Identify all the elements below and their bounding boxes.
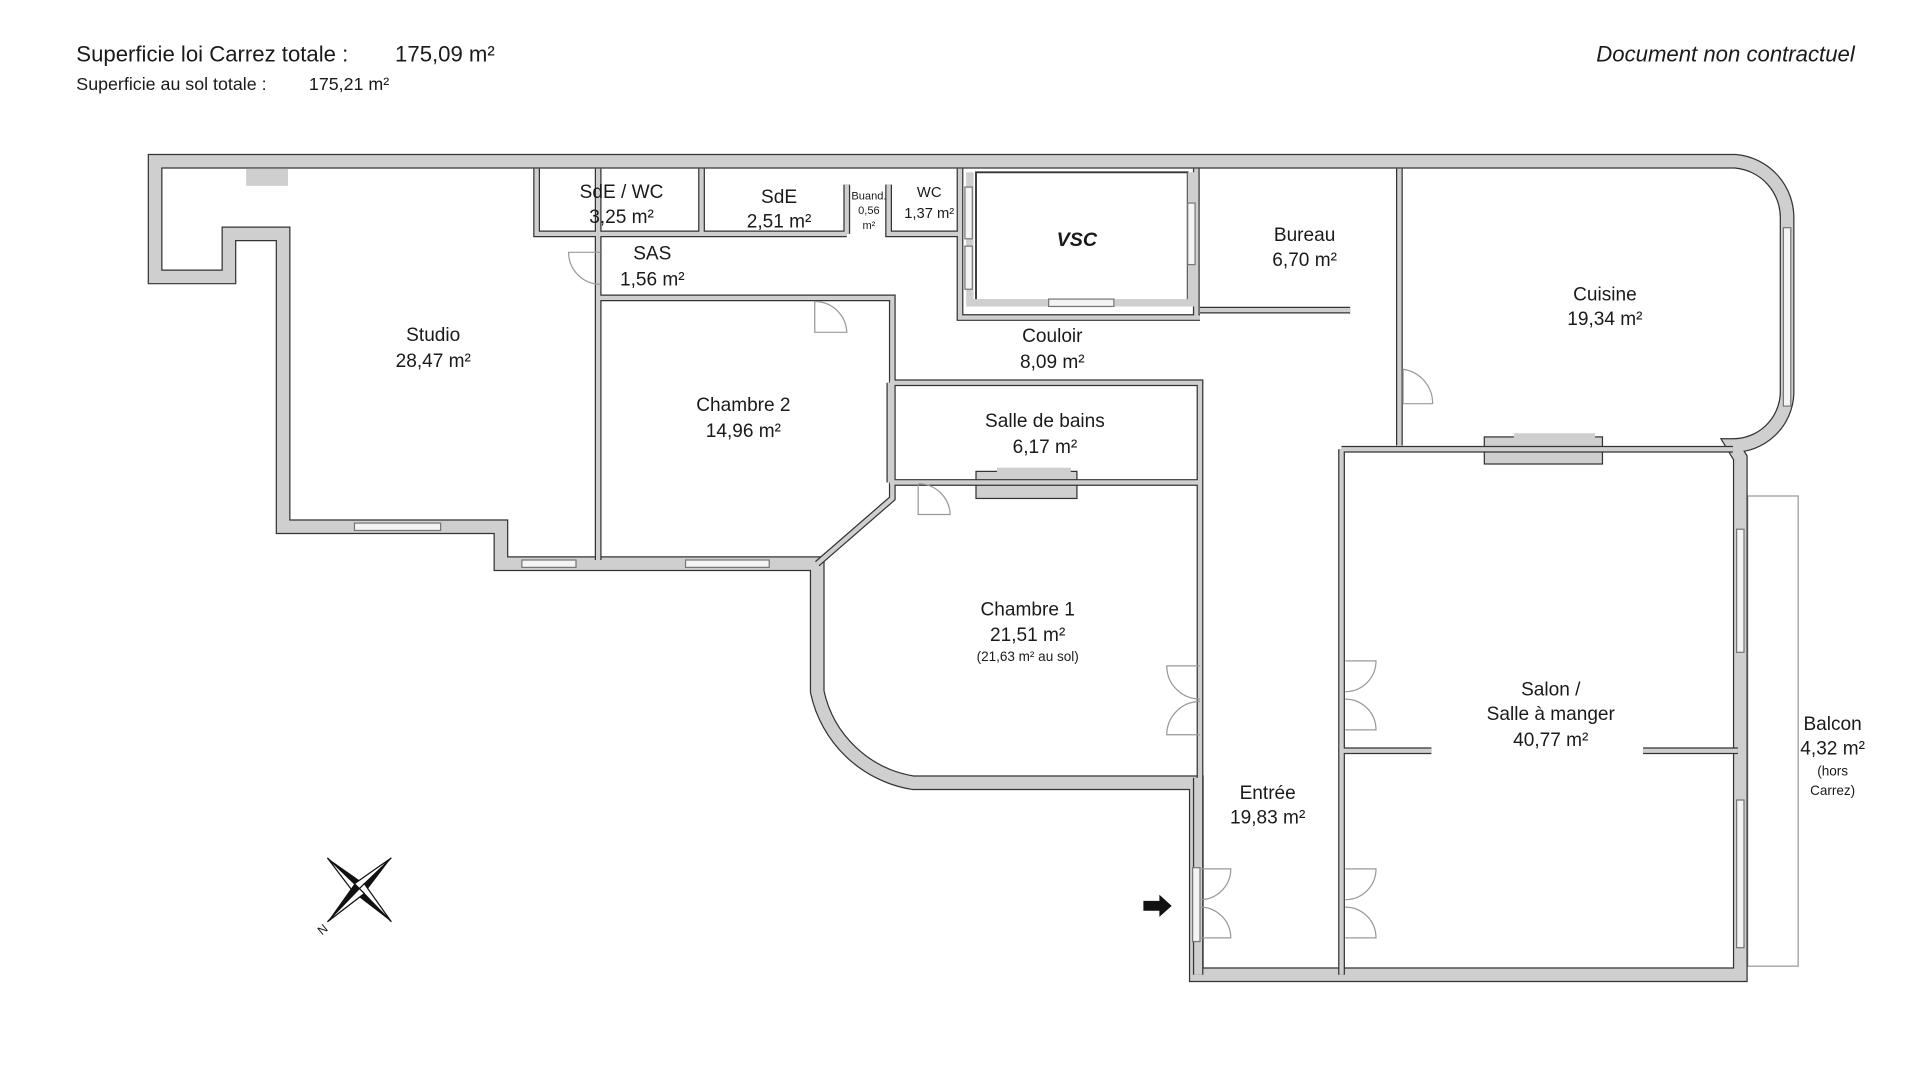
room-sde-area: 2,51 m² (747, 212, 812, 233)
room-balcon-note-2: Carrez) (1810, 783, 1855, 798)
room-bureau-name: Bureau (1274, 225, 1335, 246)
entrance-arrow-icon (1143, 894, 1172, 917)
room-sde-name: SdE (761, 187, 797, 208)
room-entree-name: Entrée (1240, 783, 1296, 804)
room-chambre1-note: (21,63 m² au sol) (977, 649, 1079, 664)
carrez-label: Superficie loi Carrez totale : (76, 42, 348, 67)
room-buand-area: 0,56 (858, 205, 880, 217)
room-balcon-note-1: (hors (1817, 763, 1848, 778)
room-studio-area: 28,47 m² (396, 351, 471, 372)
compass-rose-icon: N (315, 857, 392, 938)
room-chambre1-name: Chambre 1 (981, 599, 1075, 620)
balcony-outline (1747, 495, 1799, 967)
room-chambre2-name: Chambre 2 (696, 395, 790, 416)
disclaimer: Document non contractuel (1596, 42, 1856, 67)
room-couloir-area: 8,09 m² (1020, 352, 1085, 373)
interior-walls (533, 168, 1738, 975)
room-sas-name: SAS (633, 244, 671, 265)
room-entree-area: 19,83 m² (1230, 807, 1305, 828)
room-wc-name: WC (917, 185, 942, 201)
room-labels: SdE / WC 3,25 m² SdE 2,51 m² Buand. 0,56… (396, 182, 1865, 828)
room-bureau-area: 6,70 m² (1272, 250, 1337, 271)
sol-label: Superficie au sol totale : (76, 74, 266, 94)
sol-value: 175,21 m² (309, 74, 389, 94)
doors (567, 251, 1434, 939)
compass-north-label: N (315, 921, 331, 937)
room-studio-name: Studio (406, 325, 460, 346)
room-sdb-name: Salle de bains (985, 411, 1105, 432)
carrez-value: 175,09 m² (395, 42, 495, 67)
room-chambre2-area: 14,96 m² (706, 421, 781, 442)
room-vsc-name: VSC (1057, 229, 1098, 251)
room-couloir-name: Couloir (1022, 326, 1083, 347)
room-sdb-area: 6,17 m² (1013, 437, 1078, 458)
room-salon-name-1: Salon / (1521, 679, 1581, 700)
room-salon-area: 40,77 m² (1513, 730, 1588, 751)
room-chambre1-area: 21,51 m² (990, 625, 1065, 646)
windows (353, 186, 1792, 949)
room-wc-area: 1,37 m² (904, 206, 954, 222)
room-salon-name-2: Salle à manger (1487, 704, 1616, 725)
room-buand-unit: m² (862, 220, 875, 232)
room-sas-area: 1,56 m² (620, 270, 685, 291)
room-cuisine-area: 19,34 m² (1567, 309, 1642, 330)
room-buand-name: Buand. (851, 190, 886, 202)
room-balcon-area: 4,32 m² (1800, 738, 1865, 759)
room-cuisine-name: Cuisine (1573, 284, 1637, 305)
room-balcon-name: Balcon (1803, 714, 1861, 735)
room-sde-wc-area: 3,25 m² (589, 207, 654, 228)
room-sde-wc-name: SdE / WC (580, 182, 664, 203)
header: Superficie loi Carrez totale : 175,09 m²… (76, 42, 1856, 94)
